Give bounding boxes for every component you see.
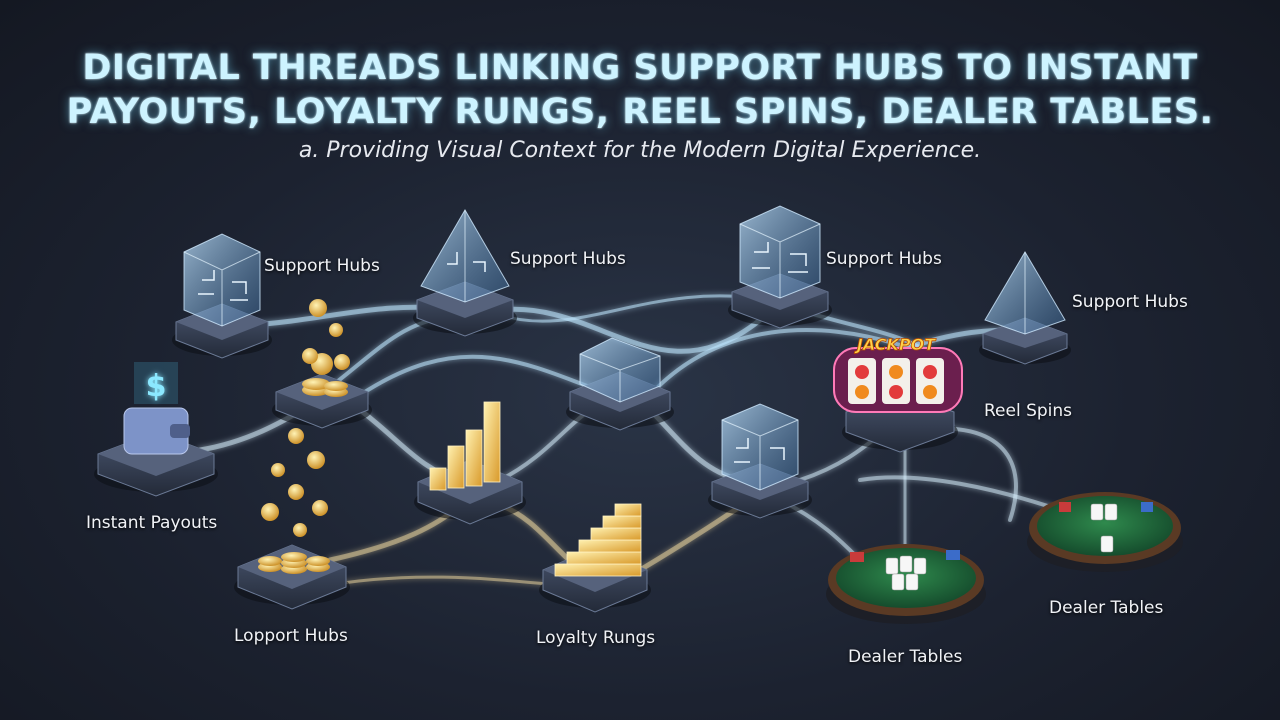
chip-stack-icon [850, 550, 960, 562]
slot-machine-icon [833, 347, 963, 413]
label-lopport-hubs: Lopport Hubs [234, 626, 348, 646]
label-support-hubs-1: Support Hubs [264, 256, 380, 276]
circuit-cube-icon [183, 233, 261, 327]
glass-pyramid-icon [420, 209, 510, 303]
label-support-hubs-3: Support Hubs [826, 249, 942, 269]
label-support-hubs-2: Support Hubs [510, 249, 626, 269]
chip-stack-icon [1059, 502, 1153, 512]
falling-coins [261, 299, 350, 537]
support-hub-5 [708, 403, 812, 519]
support-hub-2 [413, 209, 517, 337]
bar-chart-icon [429, 401, 501, 491]
dealer-table-2 [1027, 492, 1183, 572]
glass-pyramid-icon [984, 251, 1066, 335]
support-hub-1 [172, 233, 272, 359]
coin-stack-icon [258, 552, 330, 574]
instant-payouts-node: $ [94, 362, 218, 497]
circuit-cube-icon [721, 403, 799, 491]
support-hub-3 [728, 205, 832, 329]
lopport-hub-node [234, 544, 350, 610]
jackpot-banner: JACKPOT [854, 335, 936, 354]
stairs-icon [554, 503, 642, 577]
label-reel-spins: Reel Spins [984, 401, 1073, 421]
label-dealer-tables-1: Dealer Tables [848, 647, 963, 667]
page-title-line-1: DIGITAL THREADS LINKING SUPPORT HUBS TO … [82, 48, 1198, 88]
label-support-hubs-4: Support Hubs [1072, 292, 1188, 312]
page-title-line-2: PAYOUTS, LOYALTY RUNGS, REEL SPINS, DEAL… [66, 92, 1214, 132]
support-hub-4 [979, 251, 1071, 365]
dollar-icon: $ [146, 369, 167, 404]
circuit-cube-icon [739, 205, 821, 299]
label-instant-payouts: Instant Payouts [86, 513, 218, 533]
glass-box-icon [579, 337, 661, 403]
reel-spins-node: JACKPOT [833, 335, 963, 453]
coin-hub [272, 353, 372, 429]
dealer-table-1 [826, 544, 986, 624]
central-hub [566, 337, 674, 431]
wallet-icon [123, 362, 190, 455]
loyalty-rungs-node [539, 503, 651, 613]
playing-cards-icon [885, 555, 927, 591]
label-dealer-tables-2: Dealer Tables [1049, 598, 1164, 618]
thread-bundle-bottom [327, 497, 753, 587]
label-loyalty-rungs: Loyalty Rungs [536, 628, 656, 648]
growth-bars-node [414, 401, 526, 525]
page-subtitle: a. Providing Visual Context for the Mode… [298, 138, 982, 163]
playing-cards-icon [1090, 503, 1118, 553]
